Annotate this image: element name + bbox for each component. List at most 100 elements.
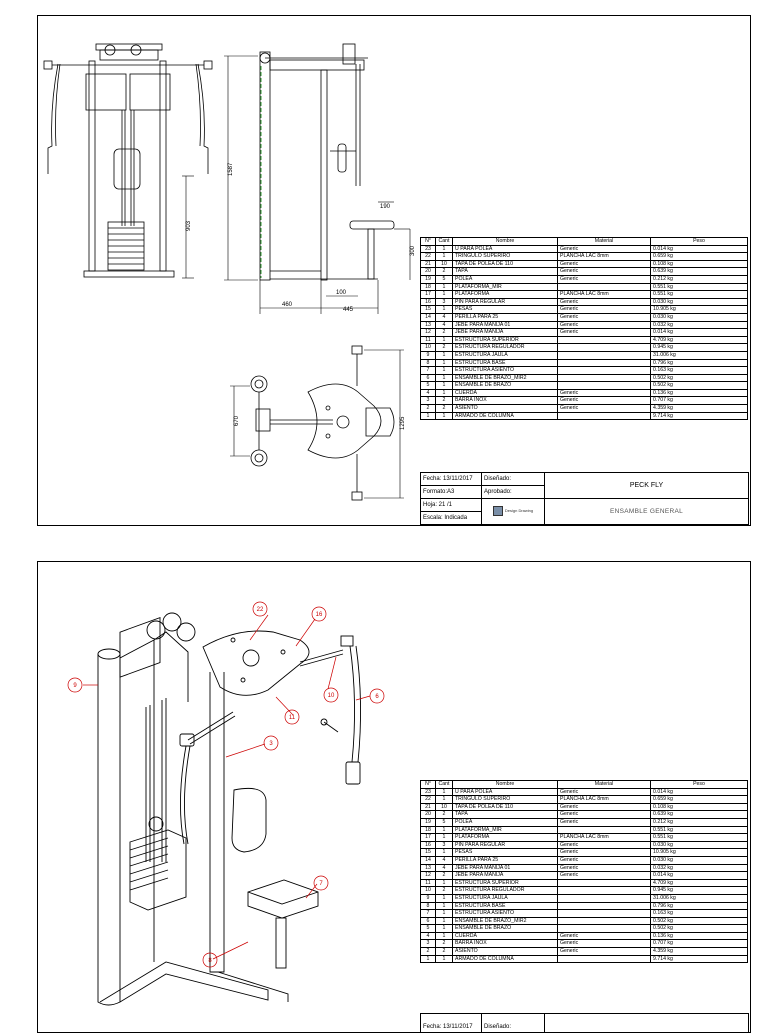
- bom-cell-weight: 0.212 kg: [651, 818, 748, 826]
- bom-cell-no: 12: [421, 872, 436, 880]
- bom-cell-qty: 2: [436, 268, 453, 276]
- bom-cell-name: TAPA: [453, 811, 558, 819]
- bom-cell-qty: 2: [436, 397, 453, 405]
- dim-190: 190: [380, 204, 391, 210]
- bom-cell-weight: 0.108 kg: [651, 803, 748, 811]
- bom-cell-no: 13: [421, 864, 436, 872]
- bom-cell-no: 8: [421, 359, 436, 367]
- bom-cell-qty: 1: [436, 826, 453, 834]
- logo-text: Design Drawing: [505, 508, 533, 513]
- bom-cell-material: Generic: [558, 856, 651, 864]
- balloon-22: 22: [257, 607, 264, 613]
- bom-cell-weight: 0.707 kg: [651, 940, 748, 948]
- bom-cell-name: ARMADO DE COLUMNA: [453, 412, 558, 420]
- bom-header-no: N°: [421, 238, 436, 246]
- bom-cell-material: [558, 374, 651, 382]
- bom-cell-weight: 0.707 kg: [651, 397, 748, 405]
- balloon-11: 11: [289, 715, 296, 721]
- bom-cell-name: PERILLA PARA 25: [453, 313, 558, 321]
- balloon-16: 16: [316, 612, 323, 618]
- dim-1295: 1295: [400, 416, 406, 430]
- bom-cell-qty: 1: [436, 788, 453, 796]
- bom-cell-qty: 1: [436, 955, 453, 963]
- bom-cell-qty: 5: [436, 818, 453, 826]
- front-view: [44, 44, 212, 277]
- bom-cell-qty: 2: [436, 329, 453, 337]
- bom-cell-weight: 0.796 kg: [651, 359, 748, 367]
- bom-cell-material: Generic: [558, 849, 651, 857]
- bom-header-name: Nombre: [453, 238, 558, 246]
- tb-subtitle: ENSAMBLE GENERAL: [545, 499, 749, 525]
- bom-cell-weight: 0.502 kg: [651, 374, 748, 382]
- bom-cell-weight: 0.030 kg: [651, 298, 748, 306]
- bom-cell-no: 14: [421, 856, 436, 864]
- dim-445: 445: [343, 307, 354, 313]
- bom-cell-qty: 1: [436, 796, 453, 804]
- balloon-8: 8: [208, 958, 212, 964]
- bom-cell-weight: 0.014 kg: [651, 788, 748, 796]
- bom-cell-no: 7: [421, 910, 436, 918]
- bom-cell-qty: 2: [436, 405, 453, 413]
- bom-cell-material: [558, 336, 651, 344]
- bom-cell-name: U PARA POLEA: [453, 788, 558, 796]
- bom-cell-name: POLEA: [453, 818, 558, 826]
- bom-cell-material: Generic: [558, 268, 651, 276]
- drawing-sheet-1: 903: [37, 15, 751, 526]
- bom-cell-material: Generic: [558, 940, 651, 948]
- bom-cell-no: 16: [421, 841, 436, 849]
- bom-cell-material: Generic: [558, 306, 651, 314]
- bom-cell-qty: 1: [436, 917, 453, 925]
- bom-cell-no: 19: [421, 818, 436, 826]
- bom-cell-weight: 4.359 kg: [651, 405, 748, 413]
- bom-cell-material: [558, 382, 651, 390]
- bom-cell-qty: 1: [436, 367, 453, 375]
- bom-cell-no: 8: [421, 902, 436, 910]
- bom-cell-name: ESTRUCTURA REGULADOR: [453, 344, 558, 352]
- bom-cell-material: Generic: [558, 275, 651, 283]
- bom-cell-weight: 0.551 kg: [651, 283, 748, 291]
- bom-cell-weight: 9.714 kg: [651, 412, 748, 420]
- bom-cell-weight: 0.945 kg: [651, 887, 748, 895]
- bom-cell-qty: 4: [436, 321, 453, 329]
- bom-cell-name: ESTRUCTURA BASE: [453, 902, 558, 910]
- bom-cell-qty: 3: [436, 841, 453, 849]
- bom-cell-name: CUERDA: [453, 932, 558, 940]
- bom-cell-no: 20: [421, 811, 436, 819]
- bom-cell-qty: 2: [436, 948, 453, 956]
- bom-cell-no: 18: [421, 283, 436, 291]
- bom-cell-qty: 1: [436, 351, 453, 359]
- bom-cell-weight: 0.639 kg: [651, 811, 748, 819]
- bom-cell-no: 3: [421, 940, 436, 948]
- bom-cell-weight: 0.551 kg: [651, 291, 748, 299]
- bom-cell-name: ASIENTO: [453, 948, 558, 956]
- bom-cell-weight: 0.163 kg: [651, 367, 748, 375]
- bom-cell-material: Generic: [558, 321, 651, 329]
- bom-cell-material: [558, 894, 651, 902]
- bom-cell-qty: 2: [436, 811, 453, 819]
- bom-cell-no: 17: [421, 291, 436, 299]
- bom-cell-material: Generic: [558, 948, 651, 956]
- side-dimensions: [224, 56, 410, 314]
- balloon-3: 3: [269, 741, 273, 747]
- bom-cell-material: [558, 879, 651, 887]
- bom-cell-material: [558, 917, 651, 925]
- bom-cell-no: 23: [421, 245, 436, 253]
- tb-title: PECK FLY: [545, 1014, 749, 1033]
- bom-cell-material: [558, 925, 651, 933]
- bom-cell-qty: 1: [436, 925, 453, 933]
- dim-903: 903: [186, 220, 192, 231]
- bom-cell-material: [558, 955, 651, 963]
- bom-cell-weight: 0.032 kg: [651, 321, 748, 329]
- bom-cell-name: POLEA: [453, 275, 558, 283]
